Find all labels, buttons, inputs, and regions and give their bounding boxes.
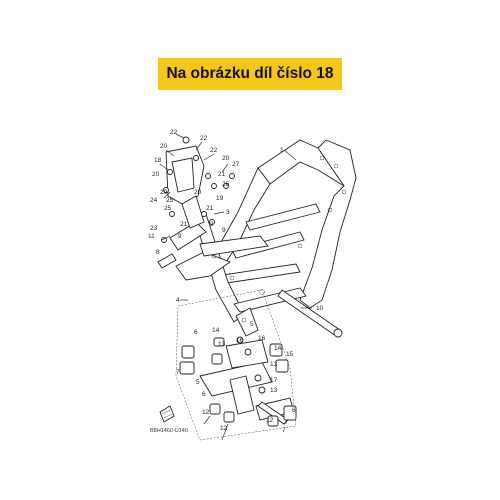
front-bracket-assembly (157, 136, 235, 269)
callout-8: 8 (156, 249, 160, 256)
part-number-banner: Na obrázku díl číslo 18 (158, 58, 342, 90)
callout-21c: 21 (180, 221, 188, 228)
callout-15: 15 (286, 351, 294, 358)
callout-14b: 14 (274, 345, 282, 352)
callout-25a: 25 (166, 197, 174, 204)
callout-10: 10 (316, 305, 324, 312)
callout-3: 3 (226, 209, 230, 216)
callout-9b: 9 (222, 227, 226, 234)
callout-12c: 12 (266, 417, 274, 424)
callout-16a: 16 (236, 337, 244, 344)
callout-7a: 7 (176, 369, 180, 376)
diagram-code: B8H1460-U140 (150, 428, 188, 434)
callout-26: 26 (222, 181, 230, 188)
callout-17: 17 (270, 377, 278, 384)
engine-mount-assembly (175, 289, 297, 441)
callout-22b: 22 (200, 135, 208, 142)
callout-11: 11 (148, 233, 155, 240)
callout-13b: 13 (270, 361, 278, 368)
callout-20c: 20 (152, 171, 160, 178)
callout-20e: 20 (194, 189, 202, 196)
banner-text: Na obrázku díl číslo 18 (166, 65, 334, 82)
callout-24: 24 (150, 197, 158, 204)
callout-13c: 13 (270, 387, 278, 394)
callout-13a: 13 (218, 341, 226, 348)
leader-lines (159, 133, 312, 441)
callout-27: 27 (232, 161, 240, 168)
callout-25b: 25 (164, 205, 172, 212)
callout-12b: 12 (220, 425, 228, 432)
callout-23: 23 (150, 225, 158, 232)
callout-2: 2 (210, 221, 214, 228)
callout-labels: 1 22 22 20 22 18 20 27 20 21 26 20 20 25… (148, 129, 324, 434)
callout-14a: 14 (212, 327, 220, 334)
callout-19: 19 (216, 195, 224, 202)
callout-4: 4 (176, 297, 180, 304)
main-frame (169, 139, 357, 337)
callout-20d: 20 (160, 189, 168, 196)
callout-1: 1 (280, 147, 284, 154)
callout-21b: 21 (206, 205, 214, 212)
callout-20b: 20 (222, 155, 230, 162)
callout-6: 6 (194, 329, 198, 336)
callout-20a: 20 (160, 143, 168, 150)
callout-5: 5 (250, 321, 254, 328)
callout-6c: 6 (292, 407, 296, 414)
callout-7b: 7 (282, 427, 286, 434)
pivot-shaft (277, 289, 343, 338)
callout-22a: 22 (170, 129, 178, 136)
callout-18: 18 (154, 157, 162, 164)
callout-5b: 5 (196, 379, 200, 386)
callout-22c: 22 (210, 147, 218, 154)
callout-16b: 16 (258, 335, 266, 342)
callout-12a: 12 (202, 409, 210, 416)
callout-6b: 6 (202, 391, 206, 398)
callout-9a: 9 (178, 233, 182, 240)
front-direction-marker (159, 405, 175, 423)
callout-21a: 21 (218, 171, 226, 178)
